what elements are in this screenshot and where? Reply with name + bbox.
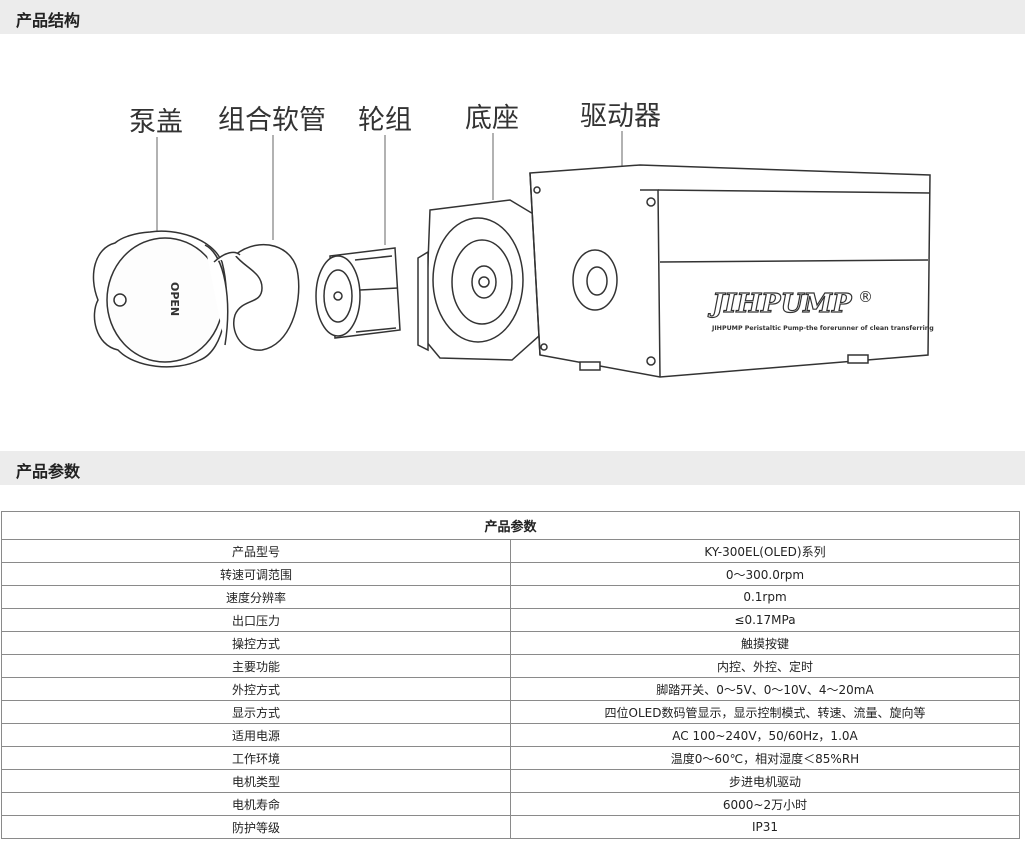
table-row: 工作环境温度0～60℃，相对湿度＜85%RH — [1, 746, 1020, 770]
param-value-cell: 脚踏开关、0～5V、0～10V、4～20mA — [510, 677, 1020, 701]
section-title-parameters: 产品参数 — [16, 462, 81, 481]
table-row: 主要功能内控、外控、定时 — [1, 654, 1020, 678]
param-name-cell: 工作环境 — [1, 746, 511, 770]
cover-open-text: OPEN — [168, 282, 181, 316]
param-value-cell: 内控、外控、定时 — [510, 654, 1020, 678]
param-value-cell: 6000~2万小时 — [510, 792, 1020, 816]
param-name-cell: 主要功能 — [1, 654, 511, 678]
label-base: 底座 — [465, 103, 519, 134]
tubing-illustration — [213, 244, 300, 351]
table-header: 产品参数 — [1, 511, 1020, 540]
driver-illustration — [529, 164, 931, 378]
label-rotor: 轮组 — [358, 105, 412, 136]
driver-slogan: JIHPUMP Peristaltic Pump-the forerunner … — [711, 325, 934, 332]
pump-structure-diagram: 泵盖 组合软管 轮组 底座 驱动器 OPEN — [92, 101, 934, 378]
param-value-cell: IP31 — [510, 815, 1020, 839]
pump-cover-illustration: OPEN — [92, 230, 229, 368]
param-name-cell: 外控方式 — [1, 677, 511, 701]
param-value-cell: 步进电机驱动 — [510, 769, 1020, 793]
label-pump-cover: 泵盖 — [129, 107, 183, 138]
param-name-cell: 电机类型 — [1, 769, 511, 793]
table-row: 外控方式脚踏开关、0～5V、0～10V、4～20mA — [1, 677, 1020, 701]
param-value-cell: ≤0.17MPa — [510, 608, 1020, 632]
table-row: 显示方式四位OLED数码管显示，显示控制模式、转速、流量、旋向等 — [1, 700, 1020, 724]
param-value-cell: KY-300EL(OLED)系列 — [510, 539, 1020, 563]
param-value-cell: 触摸按键 — [510, 631, 1020, 655]
driver-registered-mark: ® — [858, 288, 873, 306]
table-row: 出口压力≤0.17MPa — [1, 608, 1020, 632]
param-name-cell: 适用电源 — [1, 723, 511, 747]
driver-brand-logo: JIHPUMP — [707, 289, 853, 319]
param-value-cell: AC 100~240V，50/60Hz，1.0A — [510, 723, 1020, 747]
param-name-cell: 显示方式 — [1, 700, 511, 724]
param-name-cell: 转速可调范围 — [1, 562, 511, 586]
param-name-cell: 速度分辨率 — [1, 585, 511, 609]
param-name-cell: 操控方式 — [1, 631, 511, 655]
rotor-illustration — [315, 247, 401, 339]
param-value-cell: 温度0～60℃，相对湿度＜85%RH — [510, 746, 1020, 770]
table-row: 操控方式触摸按键 — [1, 631, 1020, 655]
param-value-cell: 0.1rpm — [510, 585, 1020, 609]
param-value-cell: 0～300.0rpm — [510, 562, 1020, 586]
table-header-row: 产品参数 — [1, 511, 1020, 540]
base-illustration — [417, 199, 541, 361]
param-name-cell: 出口压力 — [1, 608, 511, 632]
leader-lines — [156, 131, 623, 245]
section-header-structure: 产品结构 — [0, 0, 1025, 34]
param-name-cell: 防护等级 — [1, 815, 511, 839]
param-name-cell: 电机寿命 — [1, 792, 511, 816]
label-driver: 驱动器 — [580, 101, 661, 132]
section-header-parameters: 产品参数 — [0, 451, 1025, 485]
param-name-cell: 产品型号 — [1, 539, 511, 563]
table-row: 电机类型步进电机驱动 — [1, 769, 1020, 793]
section-title-structure: 产品结构 — [16, 11, 81, 30]
label-tubing: 组合软管 — [218, 105, 326, 136]
param-value-cell: 四位OLED数码管显示，显示控制模式、转速、流量、旋向等 — [510, 700, 1020, 724]
